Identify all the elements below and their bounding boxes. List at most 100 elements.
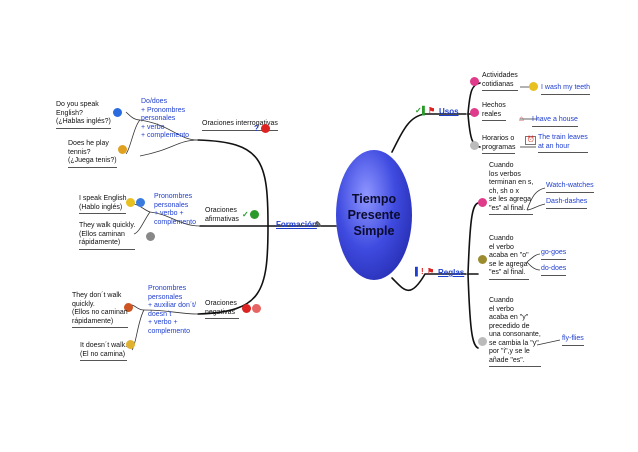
rule-line: Pronombres bbox=[148, 285, 187, 292]
reglas-item-line: "es" al final. bbox=[489, 204, 526, 212]
reglas-item-line: se les agrega bbox=[489, 196, 532, 203]
reglas-item-2[interactable]: Cuando el verbo acaba en "o" se le agreg… bbox=[489, 235, 529, 280]
rule-line: personales bbox=[141, 115, 176, 122]
clock-icon: ⏰ bbox=[525, 136, 537, 145]
rule-line: + verbo bbox=[141, 123, 165, 131]
reglas-item-3[interactable]: Cuando el verbo acaba en "y" precedido d… bbox=[489, 297, 541, 367]
example-line: Does he play bbox=[68, 140, 109, 147]
negativas-example-1[interactable]: They don´t walk quickly. (Ellos no camin… bbox=[72, 292, 128, 328]
question-mark-icon: ? bbox=[254, 124, 259, 133]
reglas-example-2a[interactable]: go-goes bbox=[541, 249, 567, 260]
reglas-example-3[interactable]: fly-flies bbox=[562, 335, 584, 346]
example-line: Do you speak bbox=[56, 101, 99, 108]
formacion-branch-label[interactable]: Formación bbox=[276, 220, 317, 229]
rule-line: Do/does bbox=[141, 98, 168, 105]
flag-icon: ⚑ bbox=[428, 106, 436, 115]
person-icon bbox=[118, 145, 127, 154]
interrogativas-example-2[interactable]: Does he play tennis? (¿Juega tenis?) bbox=[68, 140, 117, 168]
interrogativas-title-line-1: Oraciones interrogativas bbox=[202, 120, 278, 127]
afirmativas-rule[interactable]: Pronombres personales + verbo + compleme… bbox=[154, 193, 196, 227]
reglas-item-line: "es" al final. bbox=[489, 269, 526, 276]
interrogativas-example-1[interactable]: Do you speak English? (¿Hablas inglés?) bbox=[56, 101, 111, 129]
usos-item-3[interactable]: Horarios o programas bbox=[482, 135, 516, 154]
usos-branch-label[interactable]: Usos bbox=[439, 107, 459, 116]
central-topic[interactable]: Tiempo Presente Simple bbox=[336, 150, 412, 280]
rule-line: complemento bbox=[154, 218, 197, 226]
reglas-item-line: Cuando bbox=[489, 162, 514, 169]
reglas-example-2b[interactable]: do-does bbox=[541, 265, 567, 276]
reglas-item-1[interactable]: Cuando los verbos terminan en s, ch, sh … bbox=[489, 162, 534, 215]
example-line: (¿Juega tenis?) bbox=[68, 157, 117, 164]
flag-icon: ⚑ bbox=[427, 267, 435, 276]
walking-icon bbox=[146, 232, 155, 241]
usos-example-1[interactable]: I wash my teeth bbox=[541, 84, 591, 95]
minus-icon bbox=[252, 304, 261, 313]
central-topic-line-3: Simple bbox=[353, 224, 395, 238]
reglas-branch-label[interactable]: Reglas bbox=[438, 268, 465, 277]
usos-item-2[interactable]: Hechos reales bbox=[482, 102, 506, 121]
rule-line: + complemento bbox=[141, 132, 190, 139]
rule-line: personales bbox=[148, 293, 183, 301]
rule-line: + verbo + bbox=[148, 319, 178, 326]
exclamation-icon: ! bbox=[421, 267, 424, 276]
globe-icon bbox=[478, 337, 487, 346]
smiley-icon bbox=[529, 82, 538, 91]
usos-example-line: at an hour bbox=[538, 142, 570, 150]
usos-item-line: Hechos bbox=[482, 102, 506, 109]
interrogativas-title[interactable]: Oraciones interrogativas bbox=[202, 120, 278, 131]
bullet-icon bbox=[470, 108, 479, 117]
example-line: rápidamente) bbox=[72, 317, 114, 325]
reglas-item-line: el verbo bbox=[489, 305, 514, 313]
no-entry-icon bbox=[261, 124, 270, 133]
reglas-item-line: se le agrega bbox=[489, 260, 528, 268]
house-icon: ⌂ bbox=[519, 114, 524, 123]
reglas-example-1a[interactable]: Watch-watches bbox=[546, 182, 594, 193]
rule-line: + Pronombres bbox=[141, 106, 186, 114]
usos-example-2[interactable]: I have a house bbox=[532, 116, 578, 127]
reglas-item-line: por "i",y se le bbox=[489, 348, 530, 355]
globe-icon bbox=[470, 141, 479, 150]
reglas-item-line: el verbo bbox=[489, 243, 514, 251]
example-line: English? bbox=[56, 109, 83, 117]
pencil-icon: ✎ bbox=[315, 220, 322, 229]
no-entry-icon bbox=[242, 304, 251, 313]
plus-icon bbox=[250, 210, 259, 219]
example-line: (Ellos no caminan bbox=[72, 309, 128, 316]
afirmativas-example-1[interactable]: I speak English (Hablo inglés) bbox=[79, 195, 127, 214]
usos-example-3[interactable]: The train leaves at an hour bbox=[538, 134, 588, 153]
negativas-title[interactable]: Oraciones negativas bbox=[205, 300, 239, 319]
reglas-item-line: ch, sh o x bbox=[489, 187, 519, 195]
reglas-item-line: añade "es". bbox=[489, 356, 525, 364]
negativas-example-2[interactable]: It doesn´t walk. (El no camina) bbox=[80, 342, 128, 361]
rule-line: doesn´t bbox=[148, 310, 172, 318]
usos-item-line: cotidianas bbox=[482, 80, 514, 88]
example-line: quickly. bbox=[72, 300, 95, 308]
reglas-item-line: los verbos bbox=[489, 170, 521, 178]
negativas-rule[interactable]: Pronombres personales + auxiliar don´t/ … bbox=[148, 285, 196, 336]
usos-item-line: reales bbox=[482, 110, 502, 118]
smiley-icon bbox=[478, 255, 487, 264]
bullet-icon bbox=[478, 198, 487, 207]
example-line: (¿Hablas inglés?) bbox=[56, 118, 111, 125]
usos-item-line: Actividades bbox=[482, 72, 518, 79]
example-line: They walk quickly. bbox=[79, 222, 136, 229]
smiley-icon bbox=[126, 198, 135, 207]
reglas-example-1b[interactable]: Dash-dashes bbox=[546, 198, 588, 209]
penguin-icon bbox=[126, 340, 135, 349]
example-line: (Ellos caminan bbox=[79, 230, 125, 238]
interrogativas-rule[interactable]: Do/does + Pronombres personales + verbo … bbox=[141, 98, 189, 141]
reglas-item-line: se cambia la "y" bbox=[489, 339, 539, 347]
check-mark-icon: ✓ bbox=[415, 106, 422, 115]
usos-item-line: programas bbox=[482, 143, 516, 151]
bar-icon: ▌ bbox=[422, 106, 428, 115]
reglas-item-line: acaba en "o" bbox=[489, 252, 529, 259]
afirmativas-title[interactable]: Oraciones afirmativas bbox=[205, 207, 239, 226]
reglas-item-line: terminan en s, bbox=[489, 179, 534, 186]
example-line: (El no camina) bbox=[80, 350, 126, 358]
afirmativas-example-2[interactable]: They walk quickly. (Ellos caminan rápida… bbox=[79, 222, 136, 250]
rule-line: + auxiliar don´t/ bbox=[148, 302, 197, 309]
reglas-item-line: Cuando bbox=[489, 235, 514, 242]
rule-line: personales bbox=[154, 201, 189, 209]
usos-item-1[interactable]: Actividades cotidianas bbox=[482, 72, 518, 91]
bar-icon: ▌ bbox=[415, 267, 421, 276]
